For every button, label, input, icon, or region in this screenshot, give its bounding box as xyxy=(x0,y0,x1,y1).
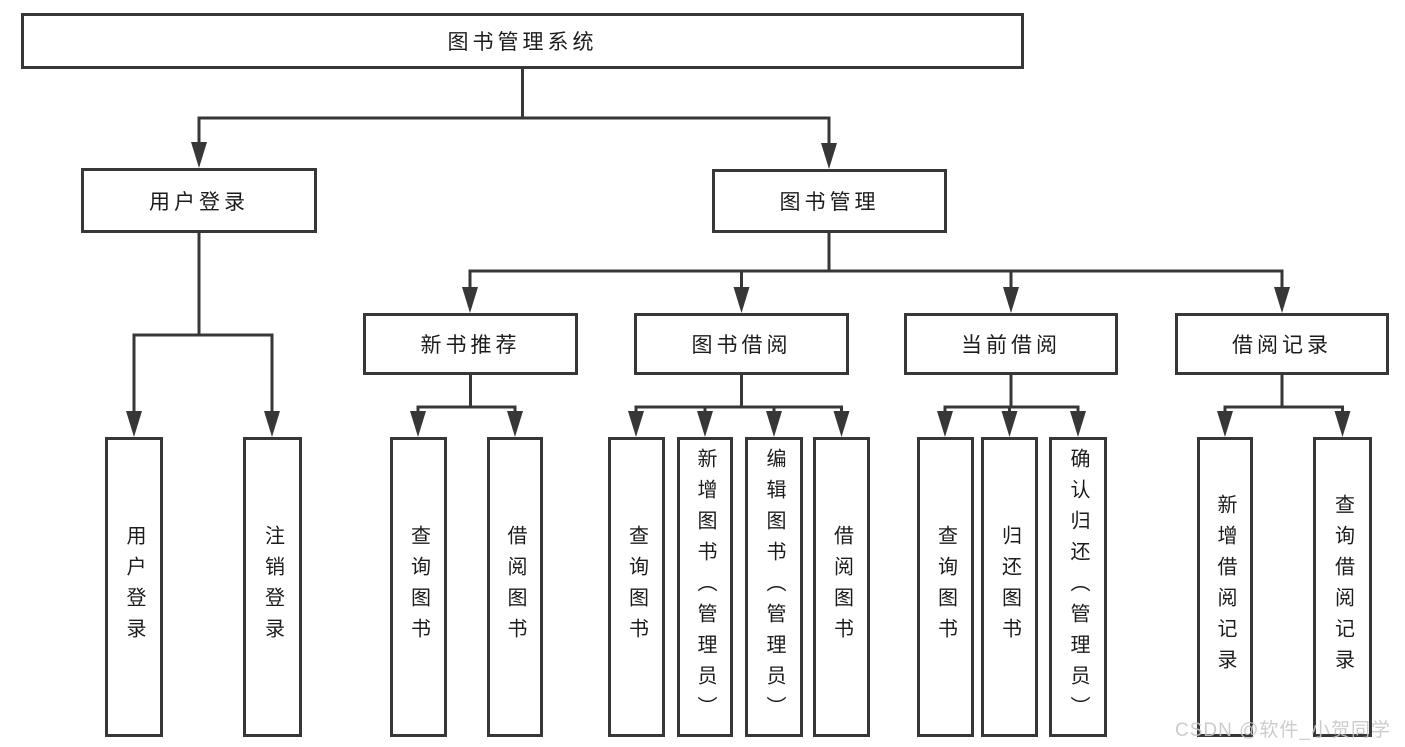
leaf-borrow-books: 借阅图书 xyxy=(813,437,870,737)
leaf-return-books: 归还图书 xyxy=(981,437,1038,737)
node-label: 确认归还（管理员） xyxy=(1067,447,1089,727)
node-label: 借阅图书 xyxy=(504,525,526,649)
node-label: 借阅图书 xyxy=(830,525,853,649)
leaf-borrow-books-recommend: 借阅图书 xyxy=(487,437,543,737)
leaf-add-borrow-record: 新增借阅记录 xyxy=(1197,437,1253,737)
node-label: 图书借阅 xyxy=(691,334,792,357)
node-label: 借阅记录 xyxy=(1232,334,1332,357)
node-label: 新增图书（管理员） xyxy=(694,447,716,727)
node-new-book-recommend: 新书推荐 xyxy=(363,313,578,375)
node-label: 新增借阅记录 xyxy=(1214,494,1236,680)
leaf-query-books-recommend: 查询图书 xyxy=(390,437,447,737)
watermark: CSDN @软件_小贺同学 xyxy=(1175,720,1391,741)
leaf-add-books-admin: 新增图书（管理员） xyxy=(677,437,733,737)
node-current-borrow: 当前借阅 xyxy=(904,313,1118,375)
node-label: 编辑图书（管理员） xyxy=(763,447,785,727)
node-label: 新书推荐 xyxy=(420,334,521,357)
node-label: 归还图书 xyxy=(998,525,1021,649)
node-label: 查询图书 xyxy=(407,525,430,649)
node-label: 图书管理系统 xyxy=(447,31,598,54)
leaf-edit-books-admin: 编辑图书（管理员） xyxy=(745,437,803,737)
node-label: 查询图书 xyxy=(625,525,648,649)
node-label: 图书管理 xyxy=(779,191,880,214)
node-label: 查询借阅记录 xyxy=(1331,494,1354,680)
node-label: 注销登录 xyxy=(261,525,284,649)
arrowhead-icons xyxy=(126,142,1351,437)
leaf-query-borrow-record: 查询借阅记录 xyxy=(1313,437,1372,737)
node-label: 用户登录 xyxy=(149,190,249,214)
node-book-borrow: 图书借阅 xyxy=(634,313,849,375)
node-root-library-system: 图书管理系统 xyxy=(21,13,1024,69)
node-borrow-records: 借阅记录 xyxy=(1175,313,1389,375)
leaf-logout: 注销登录 xyxy=(243,437,302,737)
node-user-login: 用户登录 xyxy=(81,168,317,233)
leaf-user-login: 用户登录 xyxy=(105,437,163,737)
node-label: 当前借阅 xyxy=(961,334,1061,357)
leaf-query-books-current: 查询图书 xyxy=(917,437,974,737)
node-book-management: 图书管理 xyxy=(712,169,947,233)
node-label: 查询图书 xyxy=(934,525,957,649)
leaf-query-books-borrow: 查询图书 xyxy=(608,437,665,737)
leaf-confirm-return-admin: 确认归还（管理员） xyxy=(1049,437,1107,737)
node-label: 用户登录 xyxy=(123,525,145,649)
